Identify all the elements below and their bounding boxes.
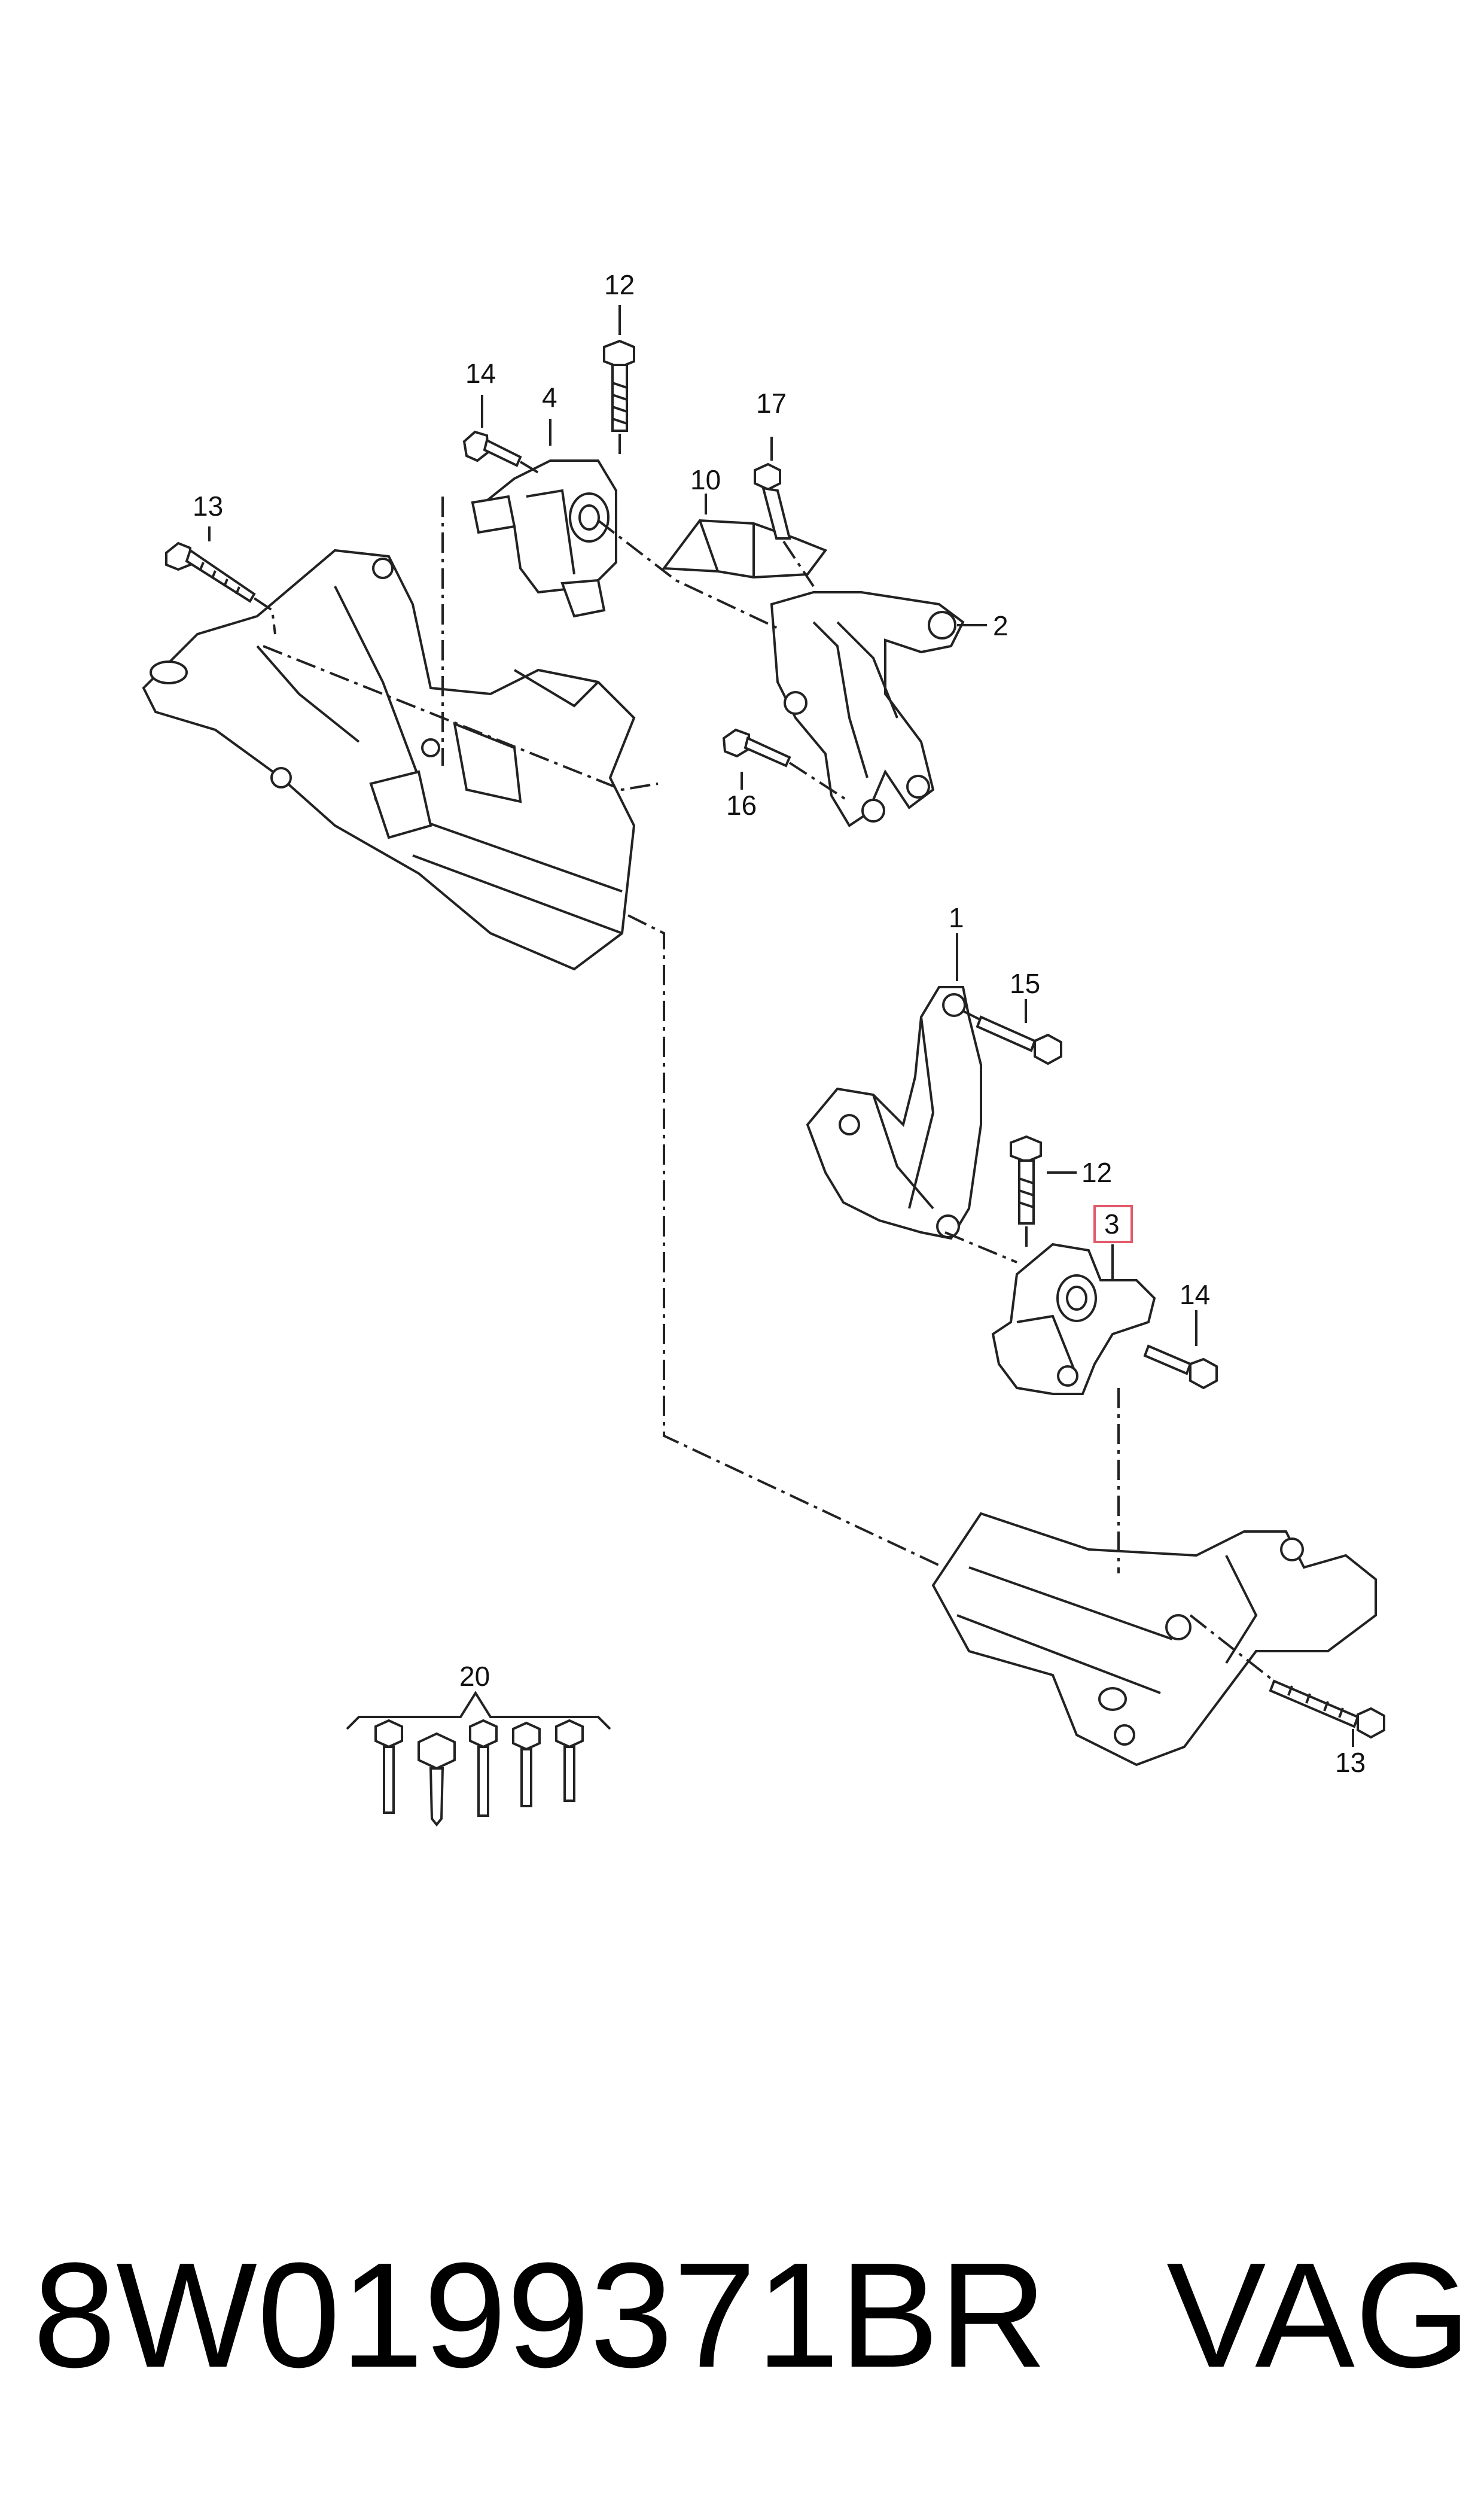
screw-2 xyxy=(418,1732,456,1827)
callout-12-top: 12 xyxy=(604,269,635,300)
highlight-box-3 xyxy=(1093,1205,1133,1243)
subframe-right xyxy=(931,1512,1377,1767)
screw-set-20 xyxy=(346,1691,611,1827)
part-number: 8W0199371BR xyxy=(33,2231,1047,2398)
callout-14-top: 14 xyxy=(465,358,496,389)
lower-connector-lines xyxy=(944,1231,1275,1682)
heat-shield-bracket-10 xyxy=(662,519,828,579)
bolt-13-top xyxy=(165,541,276,635)
callout-4: 4 xyxy=(542,382,557,413)
callout-13-top: 13 xyxy=(193,491,223,522)
callout-17: 17 xyxy=(756,388,787,419)
screw-3 xyxy=(469,1719,498,1817)
bolt-12-top xyxy=(603,339,635,455)
bolt-14-top xyxy=(462,430,540,474)
bolt-17 xyxy=(754,462,815,587)
subframe-left xyxy=(142,549,636,971)
bracket-1 xyxy=(806,986,982,1240)
screw-1 xyxy=(374,1719,403,1814)
screw-5 xyxy=(555,1719,584,1802)
bolt-12-mid xyxy=(1010,1135,1042,1250)
bolt-14-mid xyxy=(1143,1344,1218,1390)
callout-1: 1 xyxy=(949,902,964,933)
callout-15: 15 xyxy=(1010,968,1040,999)
callout-leaders xyxy=(208,305,1354,1747)
callout-14-mid: 14 xyxy=(1180,1279,1210,1310)
screw-4 xyxy=(512,1721,541,1807)
callout-2: 2 xyxy=(993,610,1008,641)
callout-10: 10 xyxy=(690,464,721,495)
bolt-15 xyxy=(962,1010,1062,1065)
engine-mount-4 xyxy=(471,459,617,618)
brand-label: VAG xyxy=(1166,2231,1471,2398)
bracket-2 xyxy=(770,591,965,827)
bolt-16 xyxy=(722,728,851,803)
callout-16: 16 xyxy=(726,790,757,821)
callout-3: 3 xyxy=(1104,1208,1120,1240)
callout-20: 20 xyxy=(459,1661,490,1692)
callout-13-bottom: 13 xyxy=(1335,1747,1366,1778)
upper-connector-lines xyxy=(263,497,970,1581)
engine-mount-3 xyxy=(991,1243,1156,1395)
bolt-13-bottom xyxy=(1269,1679,1385,1739)
callout-12-mid: 12 xyxy=(1081,1157,1112,1188)
